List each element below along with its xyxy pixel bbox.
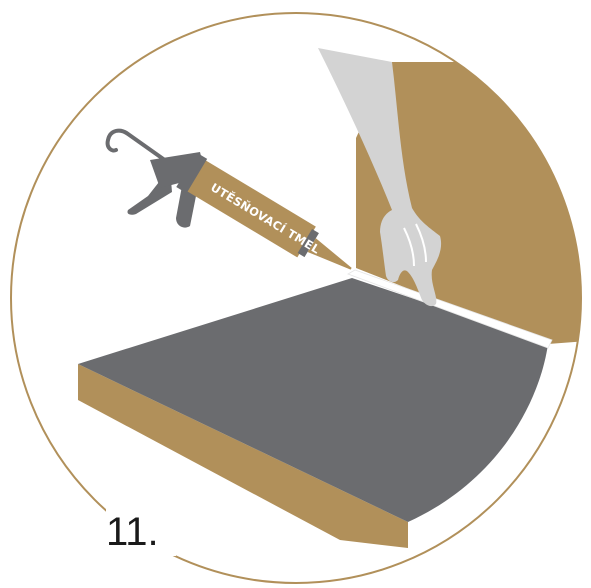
caulk-gun: UTĚSŇOVACÍ TMEL	[108, 131, 362, 286]
step-number: 11.	[106, 508, 176, 556]
sealant-tube-label: UTĚSŇOVACÍ TMEL	[208, 179, 323, 256]
